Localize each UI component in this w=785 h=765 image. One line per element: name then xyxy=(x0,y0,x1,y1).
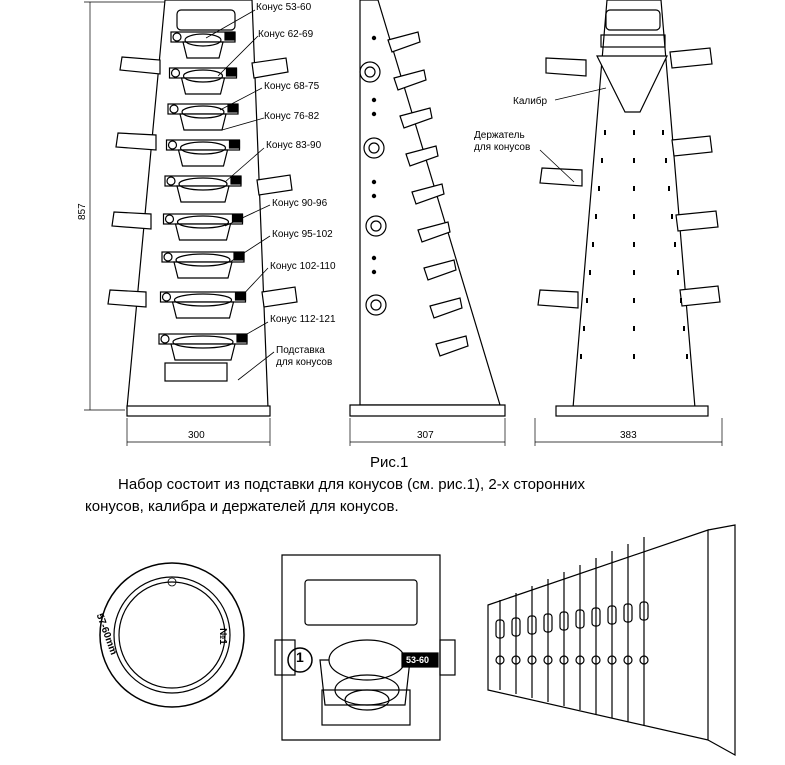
front-cone-slot xyxy=(167,103,239,131)
holder-label-line1: Держатель xyxy=(474,130,525,141)
cone-label-5: Конус 83-90 xyxy=(266,140,322,151)
slot-range: 53-60 xyxy=(406,655,430,665)
cone-label-6: Конус 90-96 xyxy=(272,198,328,209)
caliber-slot xyxy=(559,572,569,706)
caliber-slot xyxy=(623,544,633,722)
caliber-slot xyxy=(591,558,601,714)
side-cone-slot xyxy=(399,107,433,129)
front-cone-slot xyxy=(168,67,238,95)
caliber-label: Калибр xyxy=(513,96,548,107)
side-cone-slot xyxy=(393,69,427,91)
caliber-slot xyxy=(543,579,553,702)
description-line-2: конусов, калибра и держателей для конусо… xyxy=(85,498,399,515)
ring-detail xyxy=(99,562,245,708)
stand-label-line1: Подставка xyxy=(276,345,325,356)
cone-label-7: Конус 95-102 xyxy=(272,229,333,240)
back-dimensions xyxy=(534,418,723,446)
caliber-slot xyxy=(575,565,585,710)
front-cone-slot xyxy=(164,175,242,203)
front-cone-slot xyxy=(162,213,244,241)
side-cone-slot xyxy=(411,183,445,205)
slot-number: 1 xyxy=(296,649,304,665)
side-cone-slot xyxy=(405,145,439,167)
figure-caption: Рис.1 xyxy=(370,454,409,471)
cone-label-3: Конус 68-75 xyxy=(264,81,320,92)
side-cone-slot xyxy=(435,335,469,357)
caliber-slot xyxy=(527,586,537,698)
front-width-dimension: 300 xyxy=(188,430,205,441)
holder-label-line2: для конусов xyxy=(474,142,531,153)
slot-detail xyxy=(274,554,456,741)
back-view xyxy=(537,0,721,417)
side-dimensions xyxy=(349,418,506,446)
height-dimension: 857 xyxy=(77,203,88,220)
side-view xyxy=(349,0,506,417)
side-cone-slot xyxy=(387,31,421,53)
caliber-slot xyxy=(511,593,521,694)
front-leader-lines xyxy=(205,9,275,381)
cone-label-9: Конус 112-121 xyxy=(270,314,336,325)
stand-label-line2: для конусов xyxy=(276,357,333,368)
side-width-dimension: 307 xyxy=(417,430,434,441)
caliber-detail xyxy=(487,524,736,757)
cone-label-8: Конус 102-110 xyxy=(270,261,336,272)
caliber-slot xyxy=(495,600,505,690)
front-cone-slot xyxy=(170,31,236,59)
caliber-slot xyxy=(639,537,649,726)
side-cone-slot xyxy=(429,297,463,319)
front-view xyxy=(107,0,298,417)
front-dimensions xyxy=(84,1,271,446)
cone-label-2: Конус 62-69 xyxy=(258,29,314,40)
cone-label-1: Конус 53-60 xyxy=(256,2,312,13)
description-line-1: Набор состоит из подставки для конусов (… xyxy=(118,476,586,493)
front-cone-slot xyxy=(158,333,248,361)
back-width-dimension: 383 xyxy=(620,430,637,441)
ring-number-text: №1 xyxy=(217,628,228,645)
front-cone-slot xyxy=(159,291,247,319)
caliber-slot xyxy=(607,551,617,718)
front-cone-slots xyxy=(158,31,248,361)
front-cone-slot xyxy=(165,139,241,167)
side-cone-slot xyxy=(417,221,451,243)
side-cone-slot xyxy=(423,259,457,281)
cone-label-4: Конус 76-82 xyxy=(264,111,320,122)
